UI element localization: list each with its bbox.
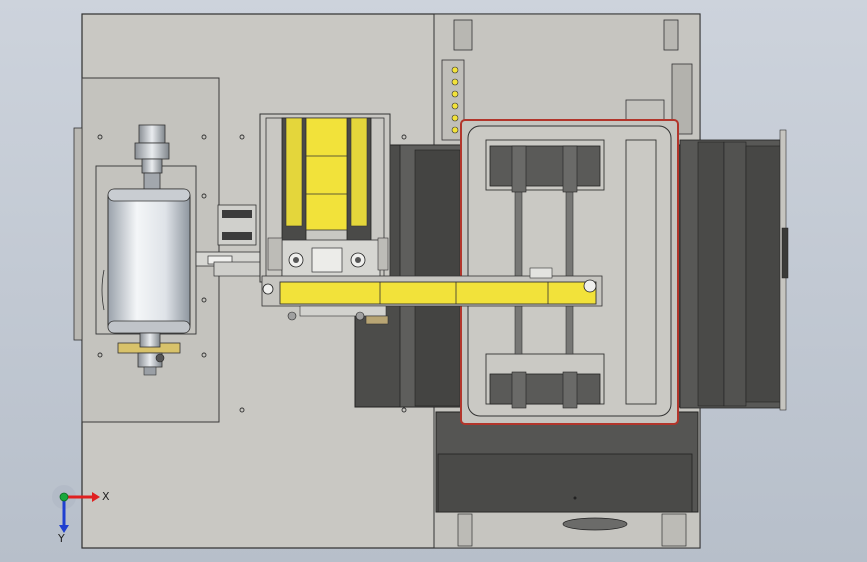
drive-link bbox=[195, 204, 267, 277]
yellow-arm bbox=[261, 267, 603, 325]
sliding-table bbox=[460, 119, 679, 425]
y-axis-label: Y bbox=[57, 532, 65, 545]
y-axis-arrow-icon bbox=[59, 525, 69, 533]
gripper-block bbox=[259, 113, 391, 283]
x-axis-arrow-icon bbox=[92, 492, 100, 502]
motor-assembly bbox=[73, 124, 197, 376]
coordinate-triad: X Y bbox=[52, 485, 110, 545]
x-axis-label: X bbox=[102, 490, 110, 503]
z-axis-icon bbox=[59, 492, 69, 502]
lower-block bbox=[435, 411, 699, 547]
